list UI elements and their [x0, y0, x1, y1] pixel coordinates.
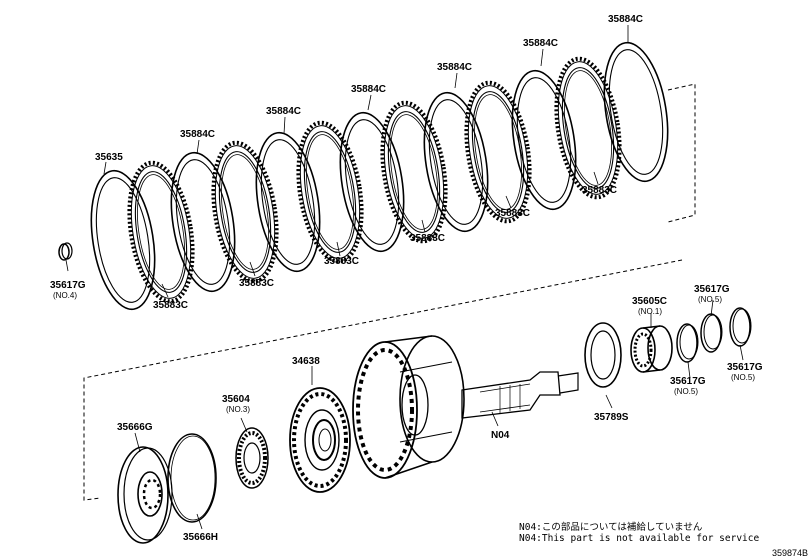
label-35883C-1: 35883C — [582, 185, 617, 196]
label-no1: (NO.1) — [638, 307, 662, 316]
piston-35666G — [117, 446, 173, 544]
label-35666H: 35666H — [183, 532, 218, 543]
label-35884C-4: 35884C — [351, 84, 386, 95]
thrust-washer-35789S — [584, 322, 622, 388]
label-35635: 35635 — [95, 152, 123, 163]
label-35884C-2: 35884C — [523, 38, 558, 49]
label-no5-top: (NO.5) — [698, 295, 722, 304]
clutch-disc-5 — [455, 76, 541, 228]
label-35883C-2: 35883C — [495, 208, 530, 219]
label-35617G-mid: 35617G — [670, 376, 706, 387]
snap-rings-no5 — [676, 307, 752, 363]
clutch-disc-pack — [81, 37, 678, 315]
label-35883C-5: 35883C — [239, 278, 274, 289]
label-N04: N04 — [491, 430, 510, 441]
one-way-clutch-35605C — [630, 325, 673, 373]
label-no5-right: (NO.5) — [731, 373, 755, 382]
label-35883C-4: 35883C — [324, 256, 359, 267]
label-35604: 35604 — [222, 394, 250, 405]
label-35884C-5: 35884C — [266, 106, 301, 117]
label-no5-mid: (NO.5) — [674, 387, 698, 396]
label-35789S: 35789S — [594, 412, 629, 423]
clutch-disc-1 — [118, 156, 204, 308]
clutch-disc-6 — [545, 52, 631, 204]
label-35884C-6: 35884C — [180, 129, 215, 140]
figure-id: 359874B — [771, 548, 808, 558]
label-no4: (NO.4) — [53, 291, 77, 300]
clutch-disc-2 — [202, 136, 288, 288]
clutch-plate-4 — [414, 87, 498, 237]
thrust-bearing-35604 — [235, 427, 269, 489]
label-35666G: 35666G — [117, 422, 153, 433]
clutch-hub-34638 — [289, 387, 351, 493]
clutch-plate-2 — [246, 127, 330, 277]
label-35605C: 35605C — [632, 296, 667, 307]
assembly-guide-lines — [83, 83, 696, 501]
part-labels: 35884C 35884C 35884C 35884C 35884C 35884… — [50, 14, 763, 543]
label-35617G-right: 35617G — [727, 362, 763, 373]
label-35883C-6: 35883C — [153, 300, 188, 311]
o-ring-35666H — [167, 433, 217, 523]
clutch-drum-shaft-N04 — [352, 335, 579, 479]
note-japanese: N04:この部品については補給していません — [519, 522, 703, 533]
snap-ring-no4 — [58, 242, 73, 261]
clutch-plate-1 — [161, 147, 245, 297]
clutch-disc-3 — [287, 116, 373, 268]
label-34638: 34638 — [292, 356, 320, 367]
leader-lines — [65, 25, 744, 530]
label-35883C-3: 35883C — [410, 233, 445, 244]
label-35884C-3: 35884C — [437, 62, 472, 73]
clutch-plate-3 — [330, 107, 414, 257]
clutch-plate-5 — [502, 65, 586, 215]
note-english: N04:This part is not available for servi… — [519, 533, 760, 544]
label-35884C-1: 35884C — [608, 14, 643, 25]
label-35617G-no4: 35617G — [50, 280, 86, 291]
clutch-disc-4 — [371, 96, 457, 248]
label-35617G-top: 35617G — [694, 284, 730, 295]
clutch-plate-35635 — [81, 165, 165, 315]
label-no3: (NO.3) — [226, 405, 250, 414]
